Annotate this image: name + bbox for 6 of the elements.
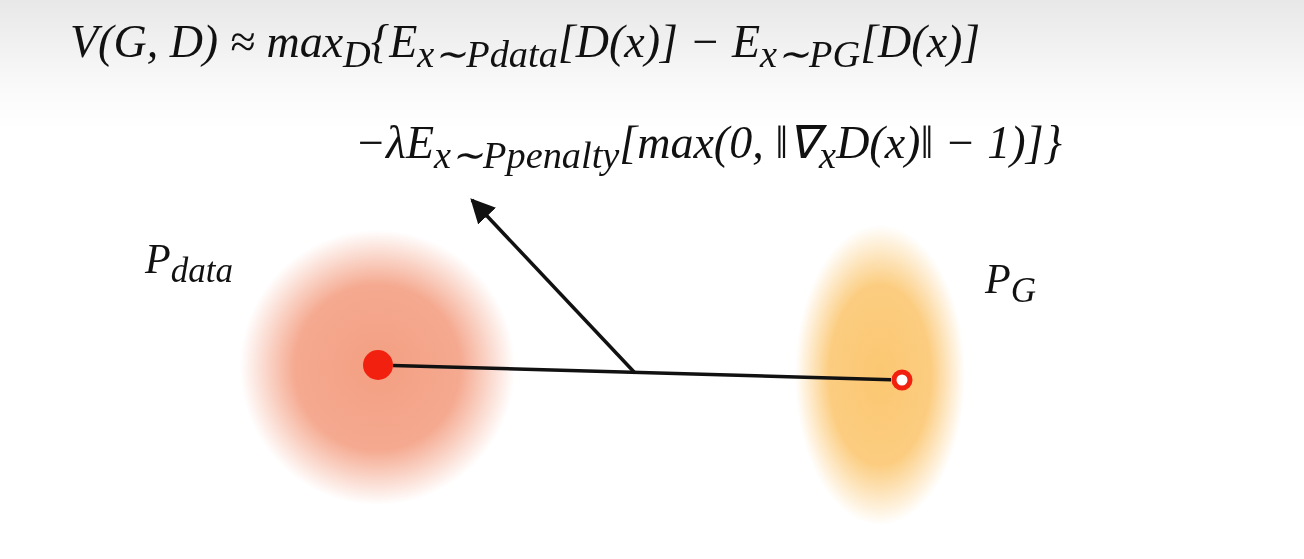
connecting-line	[392, 363, 892, 382]
formula-line: V(G, D) ≈ max$_{D}${E$_{x∼P}$$_{data}$[D(x)] − E$_{x∼P}$$_{G}$[D(x)]	[70, 15, 981, 77]
distribution-label: P$_{data}$	[145, 235, 233, 292]
formula-line: −λE$_{x∼P}$$_{penalty}$[max(0, ‖∇$_{x}$D(x)‖ − 1)]}	[355, 116, 1062, 178]
arrow	[470, 198, 637, 375]
distribution-label: P$_{G}$	[985, 255, 1036, 312]
